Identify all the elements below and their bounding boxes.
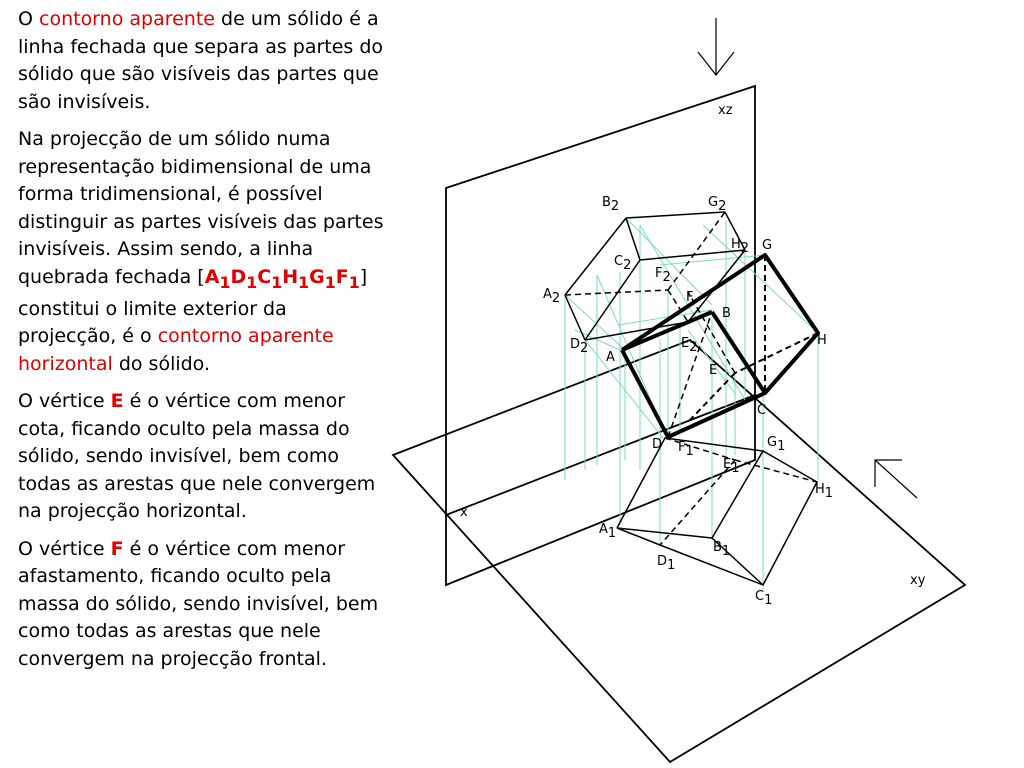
vertex-label-F: F — [686, 290, 693, 305]
text-run: Na projecção de um sólido numa represent… — [18, 128, 384, 288]
vertex-e-label: E — [110, 390, 124, 413]
vertex-label-E: E — [709, 363, 717, 378]
plane-label-xz: xz — [718, 103, 733, 118]
text-run: O — [18, 8, 39, 30]
vertex-label-B1: B1 — [713, 540, 730, 559]
paragraph-definition: O contorno aparente de um sólido é a lin… — [18, 6, 388, 116]
vertex-label-B2: B2 — [602, 195, 619, 214]
vertex-label-H2: H2 — [731, 237, 749, 256]
vertex-label-F2: F2 — [655, 266, 671, 285]
vertex-label-H: H — [817, 333, 827, 348]
vertex-label-D2: D2 — [570, 337, 588, 356]
vertex-label-C: C — [757, 403, 766, 418]
frontal-plane — [445, 84, 756, 587]
text-run: do sólido. — [112, 352, 211, 375]
highlight-term: contorno aparente — [39, 8, 215, 30]
vertex-label-D1: D1 — [657, 554, 675, 573]
text-run: de um sólido é a linha fechada que separ… — [18, 8, 384, 113]
vertex-label-A2: A2 — [543, 287, 560, 306]
frontal-view-arrow-icon — [697, 18, 735, 76]
horizontal-plane — [391, 338, 967, 764]
vertex-label-A: A — [606, 350, 615, 365]
explanation-text: O contorno aparente de um sólido é a lin… — [18, 6, 388, 683]
vertex-label-C2: C2 — [614, 254, 631, 273]
paragraph-vertex-f: O vértice F é o vértice com menor afasta… — [18, 537, 379, 670]
highlight-term: contorno aparente horizontal — [18, 325, 334, 375]
projection-diagram: xz xy x A B C D E F G H A2 B2 C2 D2 E2 F… — [391, 18, 967, 764]
vertex-label-H1: H1 — [815, 482, 833, 501]
vertex-label-G: G — [762, 238, 772, 253]
vertex-label-G1: G1 — [767, 435, 785, 454]
frontal-projection — [564, 211, 746, 341]
vertex-label-G2: G2 — [708, 195, 726, 214]
vertex-label-D: D — [652, 437, 662, 452]
paragraph-vertex-e: O vértice E é o vértice com menor cota, … — [18, 390, 376, 523]
horizontal-view-arrow-icon — [874, 459, 918, 499]
vertex-f-label: F — [110, 537, 124, 560]
vertex-label-B: B — [722, 306, 731, 321]
axis-label-x: x — [460, 505, 468, 520]
space-solid — [620, 253, 820, 439]
vertex-label-A1: A1 — [599, 522, 616, 541]
vertex-label-F1: F1 — [678, 440, 694, 459]
vertex-label-E2: E2 — [681, 336, 698, 355]
polyline-notation: A1D1C1H1G1F1 — [204, 265, 360, 292]
vertex-label-E1: E1 — [723, 457, 740, 476]
text-run: ] constitui o limite exterior da projecç… — [18, 265, 368, 348]
paragraph-projection: Na projecção de um sólido numa represent… — [18, 126, 388, 378]
horizontal-projection — [616, 437, 818, 586]
plane-label-xy: xy — [910, 573, 926, 588]
vertex-label-C1: C1 — [755, 589, 772, 608]
x-axis-line — [445, 394, 756, 516]
